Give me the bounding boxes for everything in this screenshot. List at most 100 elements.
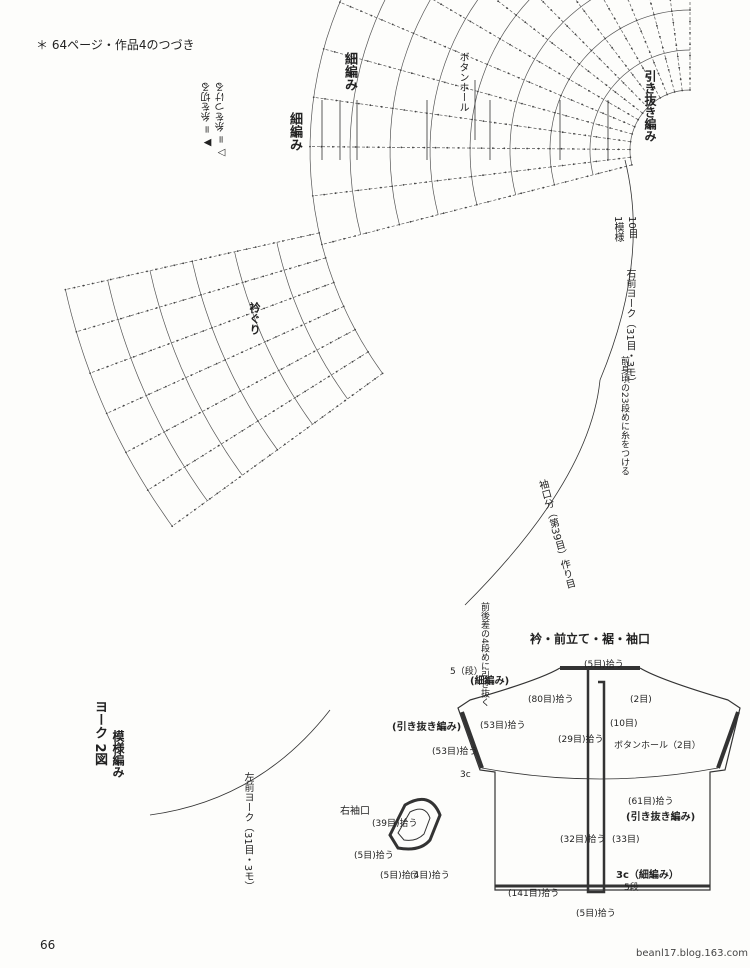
left-yoke-stitch-mark bbox=[146, 489, 149, 491]
left-yoke-stitch-mark bbox=[241, 351, 244, 354]
left-yoke-stitch-mark bbox=[381, 372, 384, 375]
left-yoke-stitch-mark bbox=[149, 438, 152, 441]
right-yoke-stitch-mark bbox=[518, 76, 520, 79]
left-yoke-stitch-mark bbox=[120, 317, 122, 320]
right-yoke-stitch-mark bbox=[332, 145, 334, 148]
left-yoke-stitch-mark bbox=[162, 479, 165, 482]
left-yoke-stitch-mark bbox=[141, 442, 144, 445]
left-yoke-stitch-mark bbox=[122, 404, 125, 407]
left-yoke-stitch-mark bbox=[325, 313, 328, 315]
left-yoke-stitch-mark bbox=[139, 397, 142, 399]
left-yoke-stitch-mark bbox=[306, 262, 309, 265]
right-yoke-stitch-mark bbox=[398, 223, 401, 226]
right-yoke-stitch-mark bbox=[543, 108, 545, 111]
right-yoke-stitch-mark bbox=[505, 123, 507, 126]
right-yoke-stitch-mark bbox=[448, 178, 450, 181]
left-yoke-stitch-mark bbox=[280, 368, 283, 370]
left-yoke-stitch-mark bbox=[237, 317, 240, 319]
top-pickup-label: (5目)拾う bbox=[584, 660, 624, 670]
right-yoke-stitch-mark bbox=[652, 101, 655, 104]
left-yoke-stitch-mark bbox=[264, 415, 267, 417]
left-yoke-stitch-mark bbox=[313, 350, 316, 353]
right-yoke-stitch-mark bbox=[521, 102, 523, 105]
left-yoke-stitch-mark bbox=[93, 325, 96, 328]
yoke-stitch-marks bbox=[64, 0, 691, 528]
left-yoke-stitch-mark bbox=[97, 368, 100, 371]
left-yoke-stitch-mark bbox=[155, 268, 157, 271]
right-yoke-stitch-mark bbox=[477, 90, 479, 93]
left-yoke-stitch-mark bbox=[167, 343, 170, 345]
right-yoke-stitch-mark bbox=[527, 126, 530, 129]
right-yoke-stitch-mark bbox=[633, 125, 636, 128]
right-yoke-stitch-mark bbox=[431, 215, 434, 218]
right-yoke-stitch-mark bbox=[646, 106, 649, 109]
right-yoke-stitch-mark bbox=[676, 55, 679, 58]
left-yoke-stitch-mark bbox=[244, 280, 247, 283]
right-yoke-stitch-mark bbox=[669, 0, 672, 1]
right-yoke-stitch-mark bbox=[558, 17, 561, 19]
left-yoke-stitch-mark bbox=[198, 412, 201, 414]
right-yoke-stitch-mark bbox=[499, 38, 501, 40]
pick53b-label: (53目)拾う bbox=[432, 747, 478, 757]
right-yoke-stitch-mark bbox=[425, 181, 428, 184]
left-yoke-stitch-mark bbox=[191, 296, 194, 299]
right-yoke-stitch-mark bbox=[587, 70, 590, 73]
left-yoke-stitch-mark bbox=[226, 286, 229, 288]
right-yoke-stitch-mark bbox=[516, 124, 519, 127]
sleeve-pick4-label: (4目)拾う bbox=[410, 871, 450, 881]
right-yoke-stitch-mark bbox=[449, 9, 452, 11]
left-yoke-stitch-mark bbox=[105, 412, 108, 415]
right-edge-bracket bbox=[599, 159, 634, 381]
left-yoke-stitch-mark bbox=[337, 337, 340, 340]
right-yoke-stitch-mark bbox=[312, 96, 315, 99]
page-number: 66 bbox=[40, 938, 56, 952]
right-yoke-stitch-mark bbox=[377, 63, 380, 65]
left-yoke-stitch-mark bbox=[298, 294, 300, 297]
right-yoke-stitch-mark bbox=[565, 114, 567, 117]
left-yoke-stitch-mark bbox=[109, 278, 112, 281]
right-yoke-stitch-mark bbox=[612, 116, 615, 119]
right-yoke-stitch-mark bbox=[504, 171, 507, 174]
finishing-title: 衿・前立て・裾・袖口 bbox=[530, 632, 651, 646]
right-yoke-row-arc bbox=[629, 89, 691, 165]
right-yoke-stitch-mark bbox=[561, 164, 564, 167]
right-yoke-stitch-mark bbox=[533, 28, 536, 31]
right-yoke-stitch-mark bbox=[423, 36, 425, 39]
right-yoke-stitch-mark bbox=[376, 229, 379, 232]
left-yoke-stitch-mark bbox=[106, 365, 109, 368]
right-yoke-stitch-mark bbox=[620, 130, 622, 132]
right-yoke-stitch-mark bbox=[549, 147, 551, 150]
left-yoke-stitch-mark bbox=[182, 299, 185, 301]
pattern-stitch-label: 模様編み bbox=[111, 730, 125, 778]
left-yoke-stitch-mark bbox=[321, 416, 324, 418]
right-yoke-stitch-mark bbox=[370, 14, 373, 17]
left-yoke-stitch-mark bbox=[232, 355, 235, 357]
right-yoke-stitch-mark bbox=[635, 19, 638, 22]
left-yoke-stitch-mark bbox=[344, 399, 346, 402]
left-yoke-stitch-mark bbox=[253, 278, 256, 280]
left-yoke-stitch-mark bbox=[305, 355, 307, 357]
left-yoke-stitch-mark bbox=[238, 476, 241, 478]
right-yoke-stitch-mark bbox=[560, 147, 563, 150]
right-yoke-row-arc bbox=[389, 0, 431, 225]
right-yoke-stitch-mark bbox=[410, 72, 413, 75]
left-yoke-stitch-mark bbox=[216, 492, 219, 495]
right-yoke-stitch-mark bbox=[322, 48, 325, 50]
right-yoke-stitch-mark bbox=[617, 107, 620, 109]
left-yoke-stitch-mark bbox=[271, 272, 274, 275]
left-yoke-stitch-mark bbox=[272, 304, 274, 306]
single-crochet-left-label: 細編み bbox=[287, 112, 302, 151]
left-yoke-stitch-mark bbox=[190, 374, 193, 377]
right-yoke-stitch-mark bbox=[493, 121, 496, 124]
left-yoke-stitch-mark bbox=[202, 454, 204, 457]
attach-note-label: 前身頃の23段めに糸をつける bbox=[619, 356, 629, 476]
right-yoke-stitch-mark bbox=[666, 93, 669, 96]
right10-label: (10目) bbox=[610, 719, 638, 729]
right-yoke-stitch-mark bbox=[598, 124, 600, 126]
left-yoke-stitch-mark bbox=[75, 330, 78, 333]
left-yoke-stitch-mark bbox=[154, 484, 157, 487]
right-yoke-stitch-mark bbox=[597, 95, 600, 98]
right-yoke-stitch-mark bbox=[355, 57, 358, 59]
right-yoke-stitch-mark bbox=[595, 160, 598, 163]
left-yoke-stitch-mark bbox=[300, 236, 302, 238]
